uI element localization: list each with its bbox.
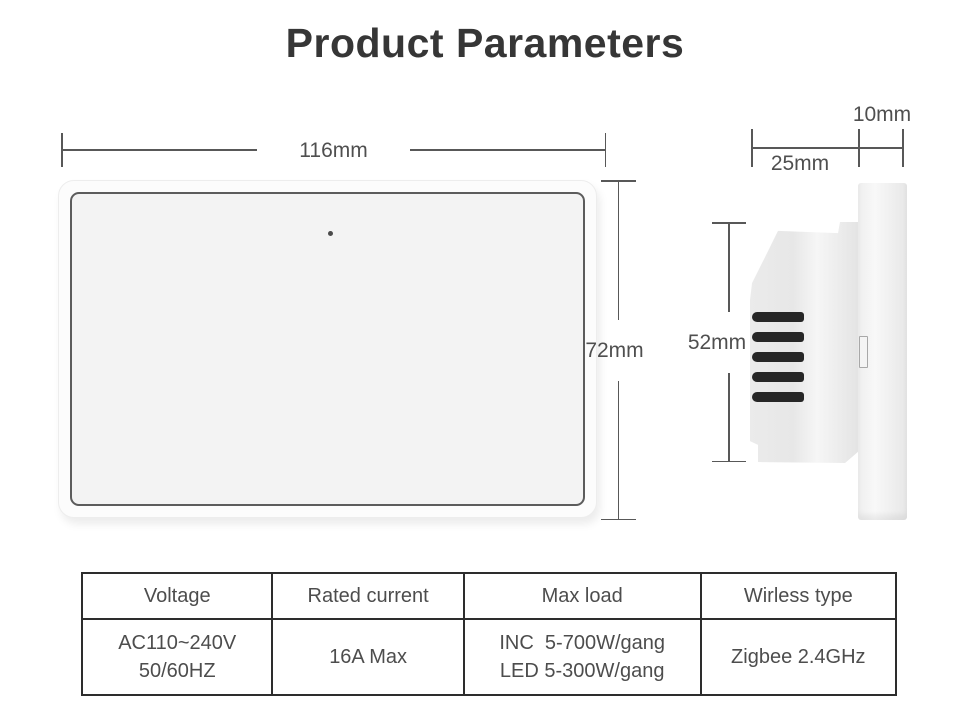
max-load-value: INC 5-700W/gang LED 5-300W/gang [462, 618, 702, 696]
vent-slot [752, 392, 804, 402]
body-depth-label: 25mm [770, 152, 830, 175]
dimension-tick [61, 133, 63, 167]
front-width-label: 116mm [299, 138, 368, 162]
voltage-value: AC110~240V 50/60HZ [80, 618, 274, 696]
dimension-tick [601, 180, 636, 182]
front-width-dimension: 116mm [61, 133, 606, 167]
vent-slot [752, 352, 804, 362]
dimension-tick [601, 518, 636, 520]
dimension-line [409, 149, 605, 151]
spec-table-header-row: Voltage Rated current Max load Wirless t… [80, 572, 898, 620]
dimension-line [728, 372, 730, 461]
spec-table-value-row: AC110~240V 50/60HZ 16A Max INC 5-700W/ga… [80, 618, 898, 696]
col-header-rated-current: Rated current [271, 572, 465, 620]
plate-thickness-label: 10mm [852, 103, 912, 126]
vent-slot [752, 332, 804, 342]
dimension-tick [712, 222, 746, 224]
max-load-line-1: INC 5-700W/gang [499, 632, 665, 654]
dimension-tick [858, 129, 860, 167]
col-header-max-load: Max load [462, 572, 702, 620]
col-header-wireless-type: Wirless type [699, 572, 898, 620]
voltage-line-2: 50/60HZ [138, 660, 216, 682]
led-indicator-dot [328, 231, 333, 236]
dimension-line [62, 149, 258, 151]
body-height-label: 52mm [687, 330, 747, 354]
switch-side-body [750, 222, 858, 463]
dimension-line [617, 181, 620, 320]
voltage-line-1: AC110~240V [118, 632, 237, 654]
vent-slot [752, 372, 804, 382]
switch-front-view [58, 180, 597, 518]
spec-table: Voltage Rated current Max load Wirless t… [80, 572, 898, 696]
max-load-line-2: LED 5-300W/gang [499, 660, 665, 682]
wireless-type-value: Zigbee 2.4GHz [699, 618, 898, 696]
dimension-line [617, 380, 620, 519]
vent-slot [752, 312, 804, 322]
side-depth-dimension-line [752, 147, 903, 149]
switch-touch-surface [70, 192, 585, 506]
col-header-voltage: Voltage [80, 572, 274, 620]
dimension-tick [604, 133, 606, 167]
page-title: Product Parameters [285, 20, 685, 66]
body-height-dimension: 52mm [688, 222, 746, 462]
rated-current-value: 16A Max [271, 618, 465, 696]
front-height-dimension: 72mm [585, 180, 644, 520]
dimension-tick [902, 129, 904, 167]
dimension-line [728, 223, 730, 312]
dimension-tick [712, 460, 746, 462]
mounting-clip [859, 336, 868, 368]
front-height-label: 72mm [585, 338, 644, 362]
dimension-tick [751, 129, 753, 167]
